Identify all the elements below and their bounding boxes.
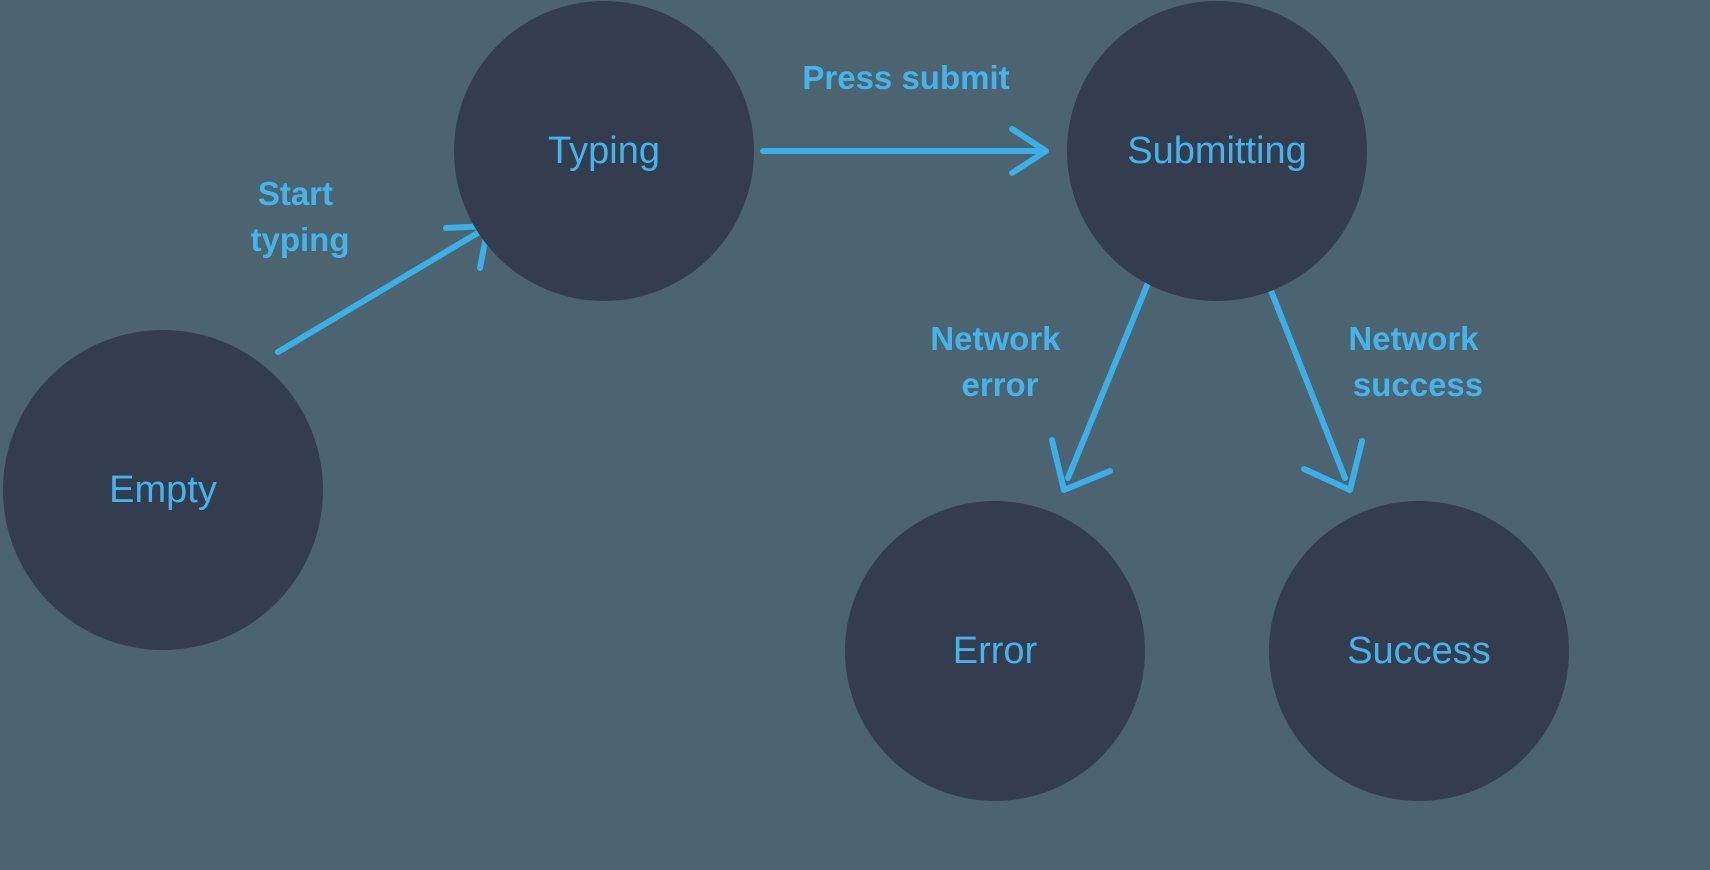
transitions-layer: Start typing Press submit Network error <box>251 59 1488 493</box>
state-node-submitting[interactable]: Submitting <box>1067 1 1367 301</box>
arrowhead-icon-network-success <box>1301 438 1365 493</box>
state-label-typing: Typing <box>548 130 660 172</box>
transition-label-line: Press submit <box>802 59 1009 96</box>
transition-label-start-typing: Start typing <box>251 175 350 258</box>
transition-label-line: Network <box>930 320 1061 357</box>
state-circle-submitting <box>1067 1 1367 301</box>
state-node-empty[interactable]: Empty <box>3 330 323 650</box>
state-nodes-layer: Empty Typing Submitting Error Success <box>3 1 1569 801</box>
arrowhead-icon-press-submit <box>1009 126 1049 176</box>
state-label-submitting: Submitting <box>1127 130 1307 172</box>
state-label-empty: Empty <box>109 469 217 511</box>
state-label-success: Success <box>1347 630 1491 672</box>
transition-label-line: Start <box>258 175 333 212</box>
arrowhead-icon-network-error <box>1049 437 1113 493</box>
transition-line-network-error <box>1065 280 1151 481</box>
state-node-success[interactable]: Success <box>1269 501 1569 801</box>
transition-network-success[interactable]: Network success <box>1265 280 1488 493</box>
transition-label-line: success <box>1353 366 1483 403</box>
transition-label-line: Network <box>1348 320 1479 357</box>
state-node-error[interactable]: Error <box>845 501 1145 801</box>
transition-label-network-error: Network error <box>930 320 1069 403</box>
state-circle-empty <box>3 330 323 650</box>
transition-line-network-success <box>1265 280 1348 481</box>
transition-label-line: error <box>961 366 1038 403</box>
transition-label-network-success: Network success <box>1348 320 1487 403</box>
transition-label-line: typing <box>251 221 350 258</box>
transition-network-error[interactable]: Network error <box>930 280 1151 493</box>
state-label-error: Error <box>953 630 1038 672</box>
state-node-typing[interactable]: Typing <box>454 1 754 301</box>
state-circle-error <box>845 501 1145 801</box>
state-circle-typing <box>454 1 754 301</box>
state-circle-success <box>1269 501 1569 801</box>
transition-line-start-typing <box>275 225 489 355</box>
transition-label-press-submit: Press submit <box>802 59 1009 96</box>
transition-press-submit[interactable]: Press submit <box>760 59 1049 176</box>
transition-start-typing[interactable]: Start typing <box>251 175 491 355</box>
